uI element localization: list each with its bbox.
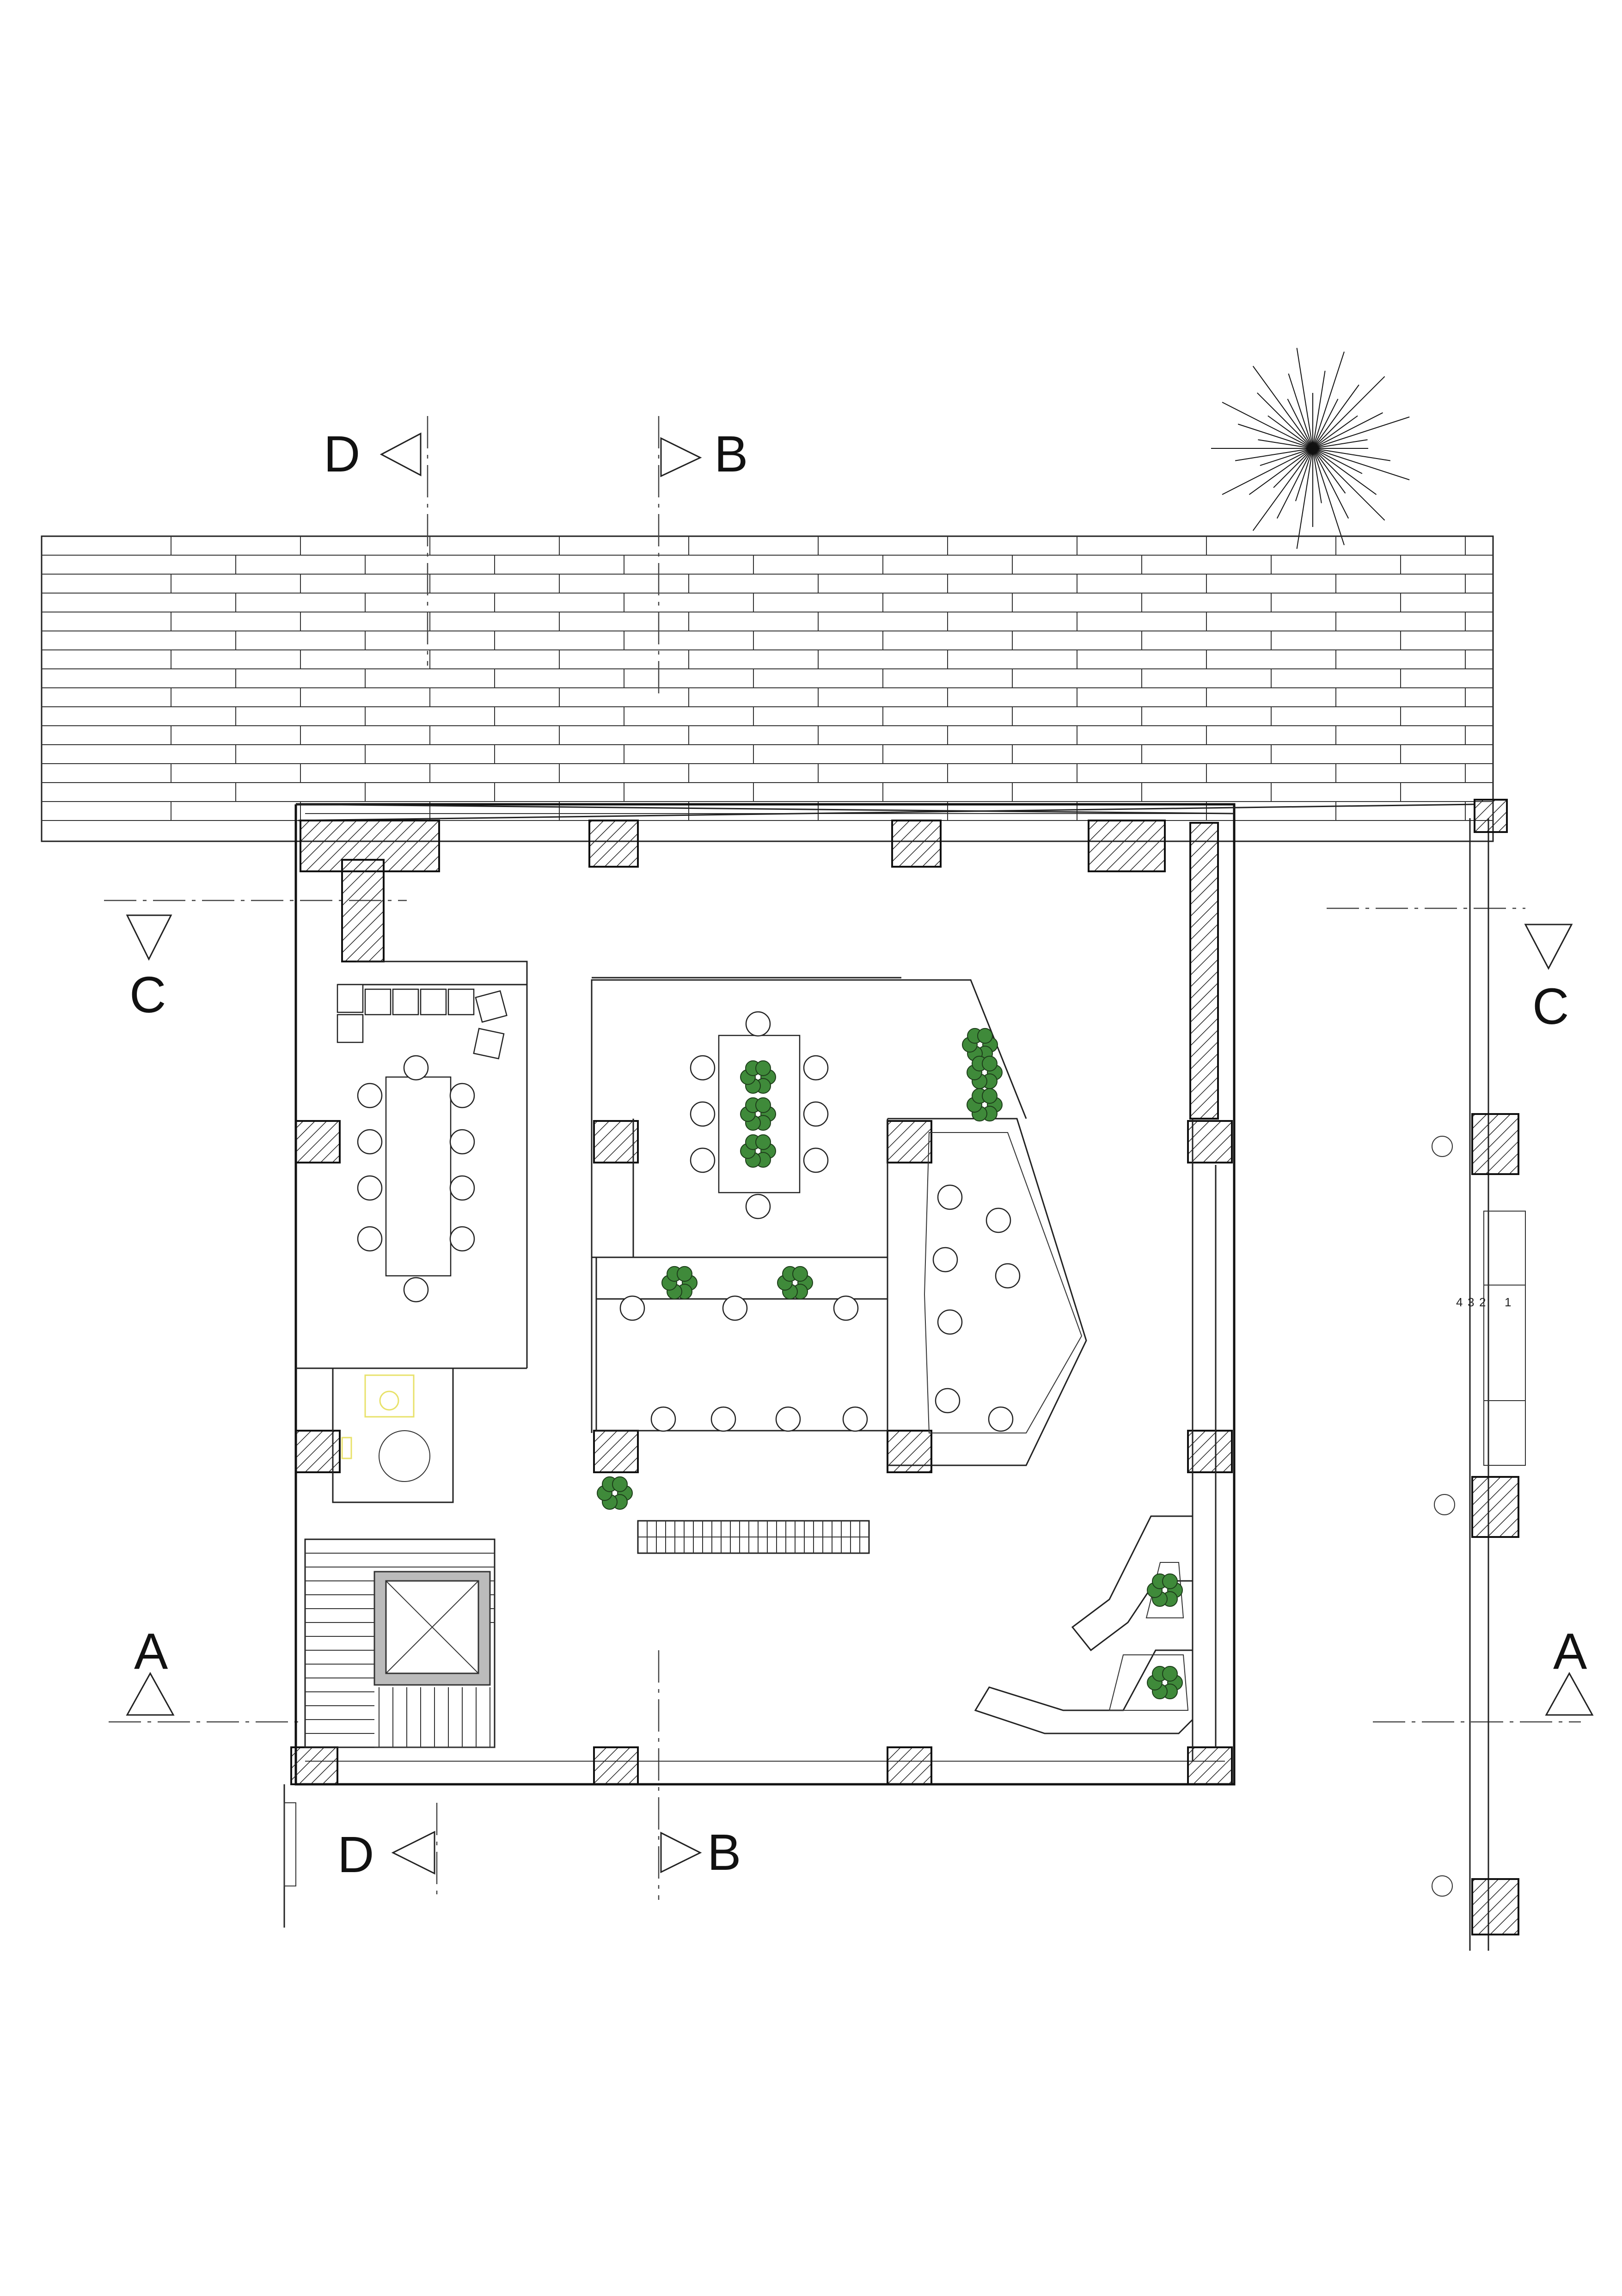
- structural-columns: [290, 820, 1233, 1785]
- step-numbers: 4 3 2 1: [1456, 1295, 1511, 1309]
- deck-planks: [41, 535, 1494, 842]
- chair-icon: [985, 1207, 1011, 1233]
- section-marker-d-bottom: D: [337, 1826, 435, 1883]
- chair-icon: [357, 1083, 383, 1108]
- plants: [597, 1028, 1183, 1700]
- section-arrow-icon: [391, 1831, 435, 1875]
- plant-icon: [967, 1088, 1003, 1122]
- lift-shaft: [373, 1571, 491, 1686]
- conference-table: [718, 1035, 801, 1194]
- chair-icon: [690, 1101, 716, 1127]
- central-conference-room: [591, 977, 1027, 1433]
- chair-icon: [722, 1295, 748, 1321]
- sink-icon: [341, 1437, 352, 1459]
- chair-icon: [937, 1309, 963, 1335]
- chair-icon: [403, 1277, 429, 1303]
- section-arrow-icon: [126, 914, 172, 961]
- meeting-table: [385, 1076, 452, 1277]
- section-marker-a-right: A: [1545, 1623, 1594, 1716]
- chair-icon: [449, 1083, 475, 1108]
- chair-icon: [745, 1011, 771, 1037]
- chair-icon: [403, 1055, 429, 1081]
- section-arrow-icon: [126, 1671, 175, 1716]
- chair-icon: [935, 1388, 961, 1414]
- section-arrow-icon: [660, 437, 702, 478]
- chair-icon: [357, 1175, 383, 1201]
- step-number: 3: [1468, 1295, 1474, 1309]
- section-arrow-icon: [660, 1831, 702, 1874]
- section-marker-d-top: D: [324, 426, 422, 483]
- section-marker-b-bottom: B: [660, 1824, 741, 1881]
- east-wall: [1192, 1119, 1217, 1761]
- bench-grid: [637, 1520, 870, 1554]
- wc-room: [296, 1367, 527, 1503]
- section-marker-b-top: B: [660, 426, 748, 483]
- plant-icon: [777, 1266, 813, 1300]
- chair-icon: [803, 1055, 829, 1081]
- section-marker-c-right: C: [1524, 924, 1573, 1035]
- section-arrow-icon: [379, 432, 422, 477]
- plant-icon: [1147, 1665, 1183, 1700]
- chair-icon: [449, 1129, 475, 1155]
- chair-icon: [710, 1406, 736, 1432]
- chair-icon: [803, 1147, 829, 1173]
- wheelchair-icon: [379, 1430, 430, 1482]
- plant-icon: [1147, 1573, 1183, 1607]
- chair-icon: [842, 1406, 868, 1432]
- plant-icon: [967, 1055, 1003, 1090]
- section-marker-a-left: A: [126, 1623, 175, 1716]
- plant-icon: [597, 1476, 633, 1510]
- angled-planters: [974, 1515, 1194, 1734]
- chair-icon: [690, 1147, 716, 1173]
- workstation-room: [595, 1256, 888, 1432]
- toilet-icon: [379, 1390, 399, 1411]
- section-arrow-icon: [1545, 1671, 1594, 1716]
- plant-icon: [740, 1097, 776, 1131]
- section-label: A: [134, 1623, 168, 1680]
- chair-icon: [937, 1184, 963, 1210]
- section-label: D: [337, 1826, 374, 1883]
- section-arrow-icon: [1524, 924, 1573, 970]
- chair-icon: [988, 1406, 1014, 1432]
- section-marker-c-left: C: [126, 914, 172, 1023]
- wc-fixture: [364, 1374, 415, 1418]
- plant-icon: [661, 1266, 698, 1300]
- chair-icon: [650, 1406, 676, 1432]
- chair-icon: [449, 1226, 475, 1252]
- chair-icon: [449, 1175, 475, 1201]
- meeting-room-left: [337, 961, 528, 1368]
- chair-icon: [932, 1247, 958, 1273]
- chair-icon: [357, 1226, 383, 1252]
- step-number: 2: [1479, 1295, 1486, 1309]
- plant-icon: [740, 1134, 776, 1168]
- stairs: [304, 1538, 496, 1748]
- chairs: [357, 1011, 1021, 1432]
- chair-icon: [833, 1295, 859, 1321]
- west-exit: [283, 1784, 296, 1928]
- section-label: C: [1532, 978, 1569, 1035]
- step-number: 1: [1505, 1295, 1511, 1309]
- chair-icon: [690, 1055, 716, 1081]
- lounge-pod: [888, 1118, 1087, 1466]
- section-label: D: [324, 426, 360, 483]
- chair-icon: [357, 1129, 383, 1155]
- step-number: 4: [1456, 1295, 1463, 1309]
- tree-symbol-icon: [1211, 348, 1410, 549]
- section-label: B: [714, 426, 748, 483]
- section-label: B: [707, 1824, 741, 1881]
- section-label: A: [1553, 1623, 1587, 1680]
- chair-icon: [803, 1101, 829, 1127]
- chair-icon: [775, 1406, 801, 1432]
- east-external-wall: [1432, 799, 1526, 1951]
- chair-icon: [745, 1194, 771, 1219]
- plant-icon: [740, 1060, 776, 1094]
- chair-icon: [995, 1263, 1021, 1289]
- section-label: C: [129, 967, 166, 1023]
- chair-icon: [619, 1295, 645, 1321]
